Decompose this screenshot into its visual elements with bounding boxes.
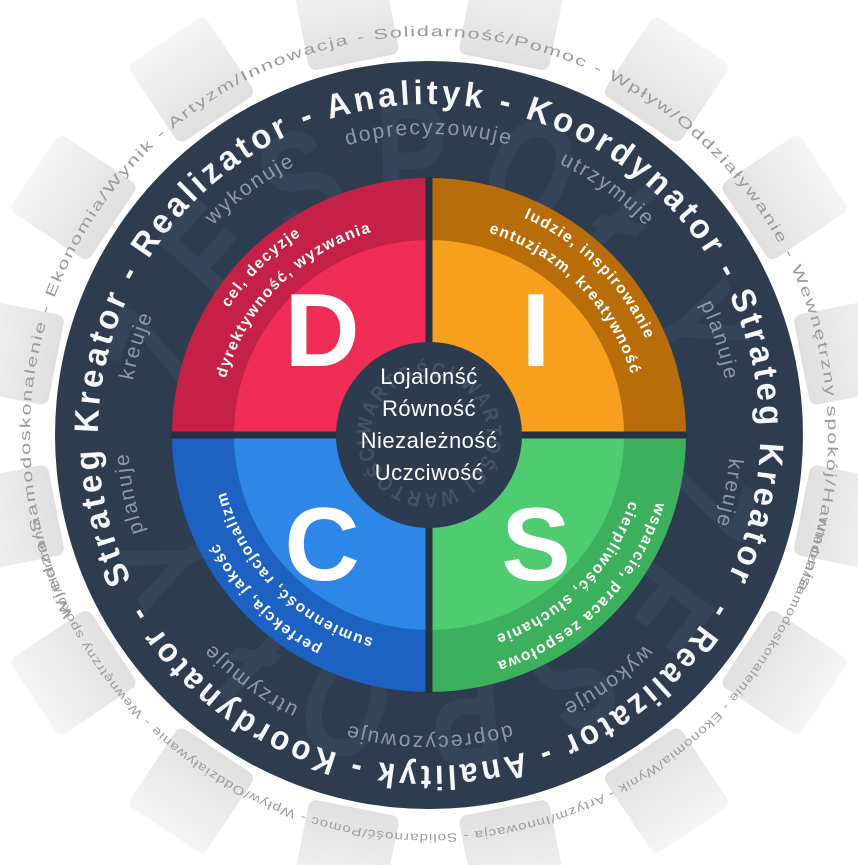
center-value-3: Niezależność: [361, 428, 498, 453]
gear-tooth: [11, 610, 136, 735]
gear-tooth: [292, 800, 399, 865]
gear-tooth: [0, 465, 64, 572]
letter-d: D: [284, 273, 359, 389]
center-value-4: Uczciwość: [375, 460, 483, 485]
letter-i: I: [522, 273, 551, 389]
center-value-1: Lojalonść: [380, 364, 477, 389]
center-values-disc: [336, 342, 522, 528]
center-value-2: Równość: [382, 396, 476, 421]
gear-tooth: [722, 135, 847, 260]
gear-tooth: [129, 728, 254, 853]
gear-tooth: [722, 610, 847, 735]
gear-tooth: [794, 298, 858, 405]
gear-tooth: [459, 0, 566, 70]
gear-tooth: [0, 298, 64, 405]
letter-c: C: [284, 487, 359, 603]
gear-tooth: [11, 135, 136, 260]
gear-tooth: [604, 17, 729, 142]
gear-tooth: [292, 0, 399, 70]
gear-tooth: [459, 800, 566, 865]
gear-tooth: [129, 17, 254, 142]
gear-tooth: [604, 728, 729, 853]
letter-s: S: [501, 487, 570, 603]
gear-tooth: [794, 465, 858, 572]
